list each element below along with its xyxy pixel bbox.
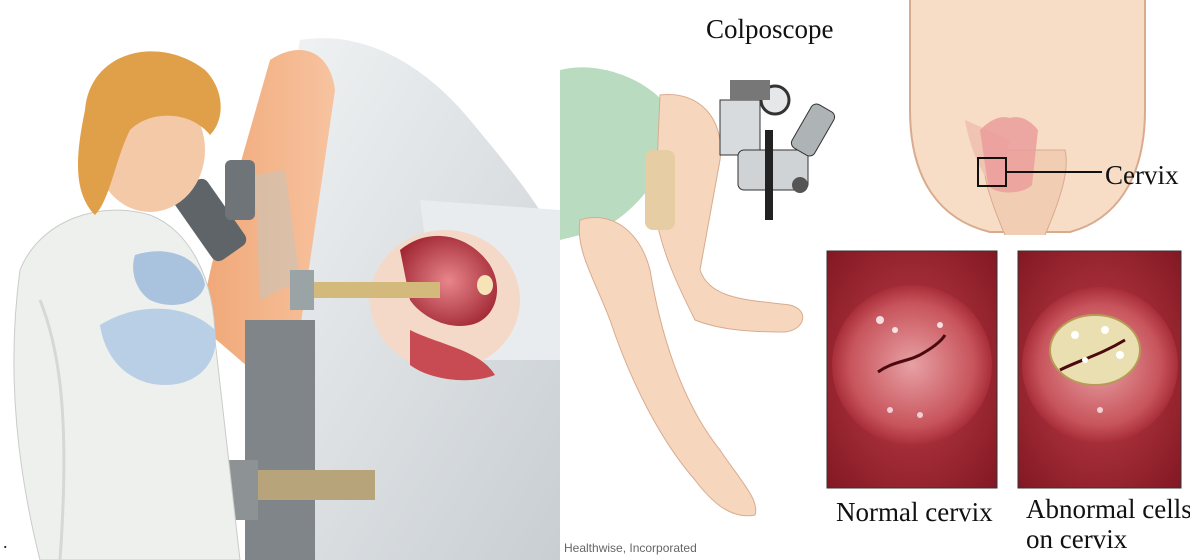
colposcope-body <box>225 160 255 220</box>
cervix-label: Cervix <box>1105 160 1179 191</box>
cervix-diagram-panel <box>560 0 1190 560</box>
stirrup <box>645 150 675 230</box>
stray-dot: . <box>3 532 8 553</box>
normal-cervix-image <box>827 251 997 488</box>
cervix-diagram-svg <box>560 0 1190 560</box>
normal-cervix-label: Normal cervix <box>836 497 993 528</box>
torso-view <box>910 0 1145 235</box>
colposcope-device <box>720 80 837 220</box>
instrument-clamp <box>290 270 314 310</box>
patient-leg-straight <box>579 217 756 515</box>
colposcopy-exam-illustration <box>0 0 560 560</box>
colposcope-label: Colposcope <box>706 14 834 45</box>
colposcope-stand <box>245 320 315 560</box>
abnormal-label-line2: on cervix <box>1026 524 1190 554</box>
doctor-coat <box>14 210 240 560</box>
image-credit: Healthwise, Incorporated <box>564 541 697 555</box>
exam-scene-svg <box>0 0 560 560</box>
abnormal-cervix-label: Abnormal cells on cervix <box>1026 494 1190 554</box>
speculum <box>300 282 440 298</box>
abnormal-label-line1: Abnormal cells <box>1026 494 1190 524</box>
abnormal-cervix-image <box>1018 251 1181 488</box>
